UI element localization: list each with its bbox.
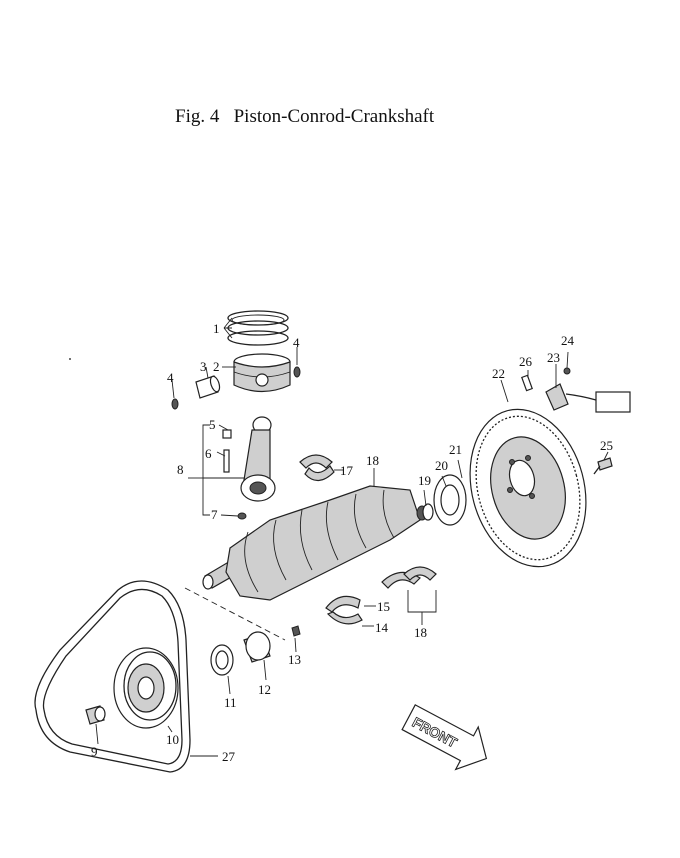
callout-9: 9 [91, 744, 98, 759]
callout-6: 6 [205, 446, 212, 461]
figure-title: Fig. 4 Piston-Conrod-Crankshaft [175, 106, 435, 127]
assembly-dash-line [184, 587, 286, 641]
stray-mark [69, 358, 71, 360]
conrod-bearing-shells [299, 454, 335, 482]
crank-position-sensor [545, 367, 631, 413]
piston [233, 353, 291, 393]
callout-21: 21 [449, 442, 462, 457]
callout-4-right: 4 [293, 335, 300, 350]
callout-27: 27 [222, 749, 236, 764]
dowel-pin [521, 374, 533, 392]
callout-25: 25 [600, 438, 613, 453]
callout-8: 8 [177, 462, 184, 477]
callout-13: 13 [288, 652, 301, 667]
callout-18-bottom: 18 [414, 625, 427, 640]
callout-20: 20 [435, 458, 448, 473]
circlip-right [293, 366, 301, 378]
pulley-bolt [85, 705, 106, 725]
piston-pin [195, 375, 221, 399]
callout-22: 22 [492, 366, 505, 381]
crankshaft [202, 485, 428, 601]
woodruff-key [291, 625, 301, 637]
callout-19: 19 [418, 473, 431, 488]
callout-3: 3 [200, 359, 207, 374]
seal-ring-19 [422, 503, 434, 521]
callout-5: 5 [209, 417, 216, 432]
leader-lines [95, 317, 609, 757]
callout-bracket-8 [188, 424, 245, 516]
callout-24: 24 [561, 333, 575, 348]
circlip-left [171, 398, 179, 410]
piston-rings [227, 310, 289, 346]
callout-11: 11 [224, 695, 237, 710]
front-direction-arrow: FRONT [401, 704, 488, 771]
main-bearing-shells [325, 566, 437, 625]
front-oil-seal [210, 644, 234, 676]
callout-bracket-18 [407, 590, 437, 625]
callout-12: 12 [258, 682, 271, 697]
callout-26: 26 [519, 354, 533, 369]
crank-pulley [113, 647, 179, 729]
callout-7: 7 [211, 507, 218, 522]
drive-belt [34, 580, 191, 773]
callout-18-top: 18 [366, 453, 379, 468]
rear-oil-seal [433, 474, 467, 526]
callout-15: 15 [377, 599, 390, 614]
callout-2: 2 [213, 359, 220, 374]
callout-17: 17 [340, 463, 354, 478]
connecting-rod [222, 416, 276, 520]
timing-gear [243, 631, 271, 663]
callout-23: 23 [547, 350, 560, 365]
flywheel [469, 408, 587, 568]
callout-4-left: 4 [167, 370, 174, 385]
callout-1: 1 [213, 321, 220, 336]
callout-10: 10 [166, 732, 179, 747]
flywheel-bolt [593, 457, 613, 475]
callout-14: 14 [375, 620, 389, 635]
